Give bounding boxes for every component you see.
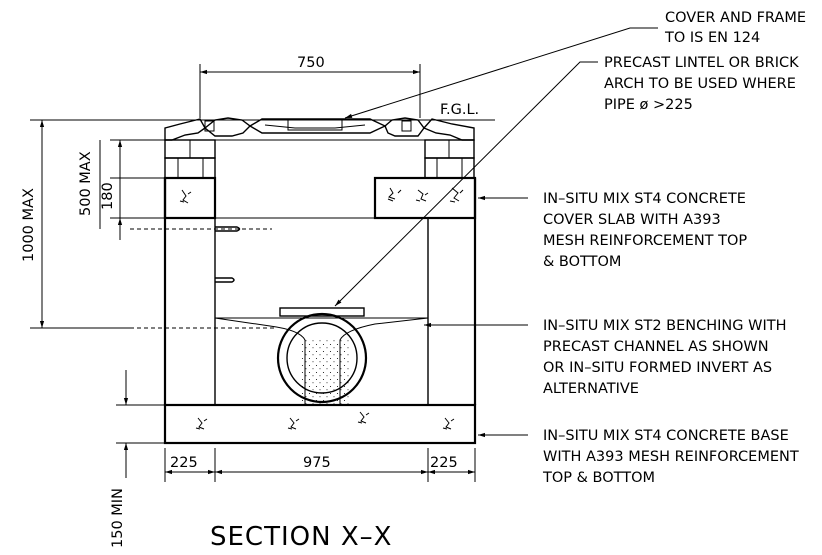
dim-opening bbox=[199, 64, 421, 118]
lintel-line3: PIPE ø >225 bbox=[604, 97, 693, 113]
base-slab bbox=[163, 403, 477, 445]
lintel-line1: PRECAST LINTEL OR BRICK bbox=[604, 55, 799, 71]
base-line1: IN–SITU MIX ST4 CONCRETE BASE bbox=[543, 428, 789, 444]
dim-inner-text: 975 bbox=[303, 455, 331, 471]
cover-and-frame bbox=[164, 117, 475, 141]
benching-line1: IN–SITU MIX ST2 BENCHING WITH bbox=[543, 318, 786, 334]
brick-collar bbox=[164, 139, 475, 179]
dim-widths bbox=[164, 448, 476, 482]
benching-and-channel bbox=[130, 307, 429, 406]
cover-frame-line1: COVER AND FRAME bbox=[665, 10, 806, 26]
cover-frame-line2: TO IS EN 124 bbox=[664, 30, 760, 46]
cover-slab-line3: MESH REINFORCEMENT TOP bbox=[543, 233, 747, 249]
leaders bbox=[334, 27, 658, 438]
cover-slab-line1: IN–SITU MIX ST4 CONCRETE bbox=[543, 191, 746, 207]
dim-base-text: 150 MIN bbox=[110, 488, 126, 548]
dim-slab-text: 180 bbox=[100, 182, 116, 210]
dim-depth bbox=[30, 119, 130, 329]
dim-collar bbox=[99, 139, 165, 240]
dim-depth-text: 1000 MAX bbox=[21, 188, 37, 262]
fgl-label: F.G.L. bbox=[440, 102, 479, 118]
base-line3: TOP & BOTTOM bbox=[542, 470, 655, 486]
dim-wall-right-text: 225 bbox=[430, 455, 458, 471]
dim-collar-text: 500 MAX bbox=[78, 151, 94, 216]
cover-slab-line4: & BOTTOM bbox=[543, 254, 621, 270]
lintel-line2: ARCH TO BE USED WHERE bbox=[604, 76, 796, 92]
benching-line2: PRECAST CHANNEL AS SHOWN bbox=[543, 339, 769, 355]
benching-line3: OR IN–SITU FORMED INVERT AS bbox=[543, 360, 772, 376]
precast-lintel bbox=[279, 307, 365, 317]
cover-slab bbox=[163, 176, 477, 220]
dim-wall-left-text: 225 bbox=[170, 455, 198, 471]
base-line2: WITH A393 MESH REINFORCEMENT bbox=[543, 449, 799, 465]
cover-slab-line2: COVER SLAB WITH A393 bbox=[543, 212, 721, 228]
section-title: SECTION X–X bbox=[210, 522, 392, 552]
dim-opening-text: 750 bbox=[297, 55, 325, 71]
benching-line4: ALTERNATIVE bbox=[543, 381, 639, 397]
dim-base bbox=[116, 370, 165, 478]
